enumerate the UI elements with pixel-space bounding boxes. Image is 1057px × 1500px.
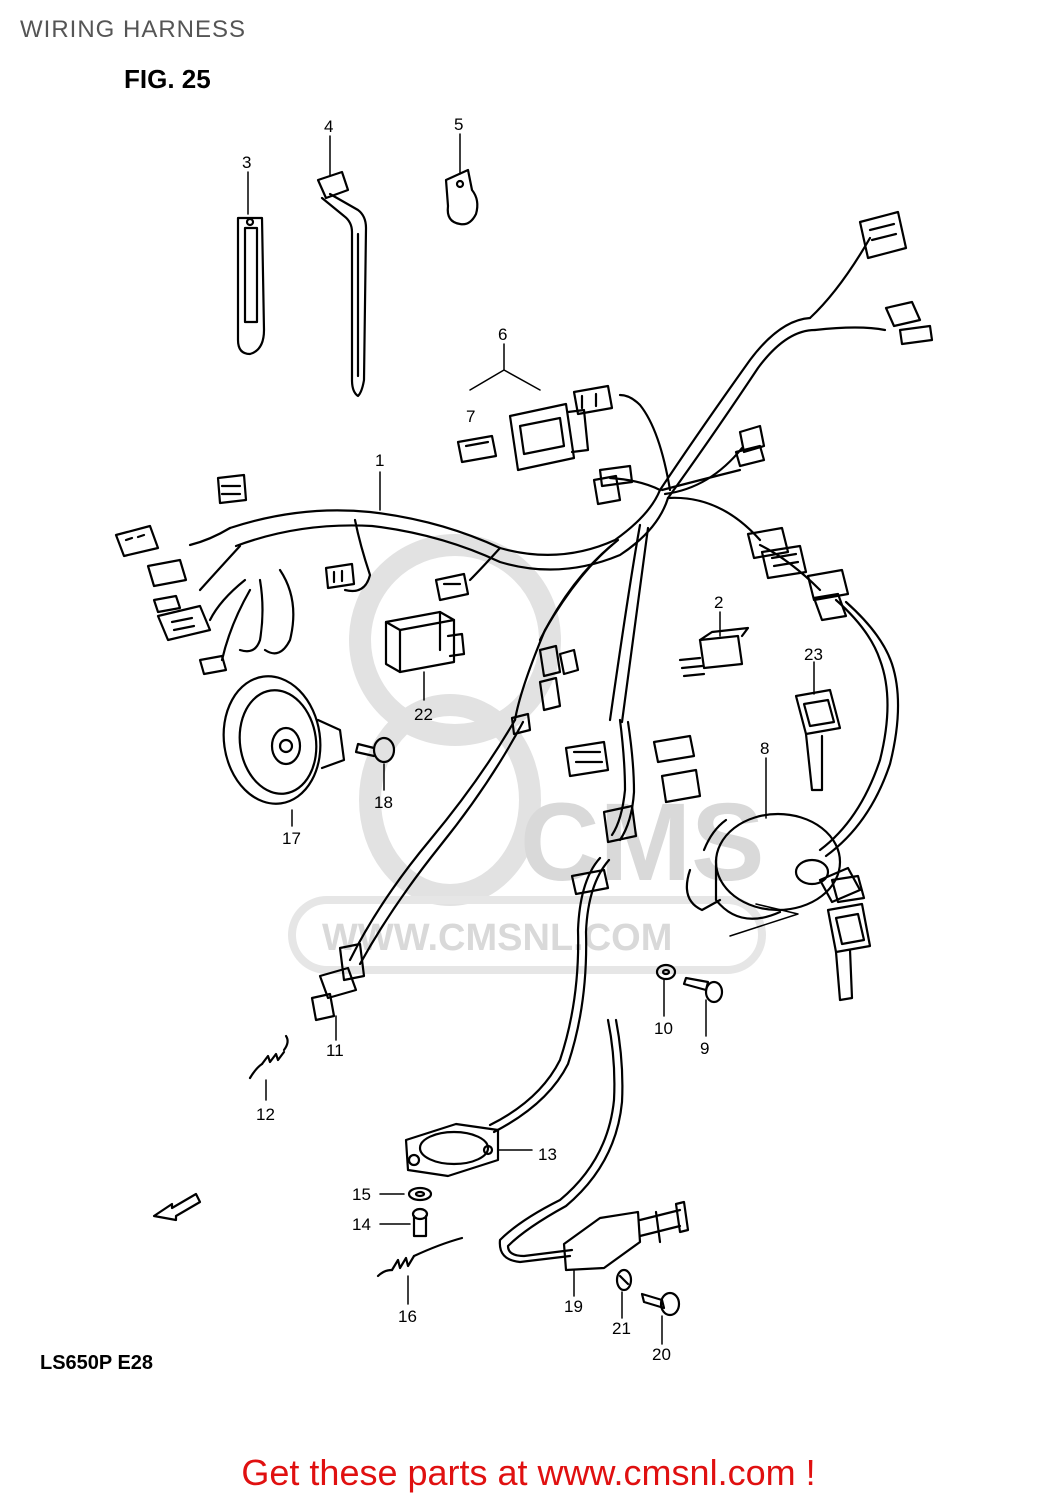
spring-12-drawing — [248, 1034, 289, 1080]
callout-20: 20 — [652, 1345, 671, 1364]
callout-14: 14 — [352, 1215, 371, 1234]
cable-tie-drawing — [316, 170, 368, 398]
callout-17: 17 — [282, 829, 301, 848]
horn-drawing — [222, 675, 346, 805]
callout-19: 19 — [564, 1297, 583, 1316]
callout-3: 3 — [242, 153, 251, 172]
callout-1: 1 — [375, 451, 384, 470]
spring-16-drawing — [376, 1236, 464, 1278]
washer-21-drawing — [615, 1268, 633, 1292]
relay-22-drawing — [384, 610, 466, 674]
side-stand-switch-drawing — [498, 1018, 690, 1272]
callout-4: 4 — [324, 117, 333, 136]
callout-6: 6 — [498, 325, 507, 344]
model-code: LS650P E28 — [40, 1352, 154, 1374]
watermark-url: WWW.CMSNL.COM — [322, 917, 672, 959]
callout-18: 18 — [374, 793, 393, 812]
forward-arrow-icon — [152, 1192, 202, 1222]
callout-23: 23 — [804, 645, 823, 664]
screw-14-drawing — [411, 1207, 429, 1238]
watermark-logo: CMS — [520, 781, 764, 904]
leader-lines — [247, 133, 815, 1345]
clamp-5-drawing — [444, 168, 479, 226]
watermark-mascot-body — [359, 694, 541, 906]
callout-8: 8 — [760, 739, 769, 758]
key-drawing — [794, 688, 842, 792]
ignition-keys-drawing — [826, 874, 872, 1002]
wiring-harness-drawing — [188, 236, 900, 1134]
callout-numbers: 1 2 3 4 5 6 7 8 9 10 11 12 13 14 15 16 1… — [242, 115, 823, 1364]
bolt-9-drawing — [682, 976, 724, 1004]
figure-label: FIG. 25 — [124, 64, 211, 94]
page-title: WIRING HARNESS — [20, 16, 247, 43]
washer-15-drawing — [407, 1186, 433, 1202]
clamp-3-drawing — [236, 216, 266, 356]
gear-position-switch-drawing — [404, 1122, 500, 1178]
callout-11: 11 — [326, 1041, 344, 1060]
callout-16: 16 — [398, 1307, 417, 1326]
watermark: CMS WWW.CMSNL.COM — [288, 534, 766, 974]
callout-7: 7 — [466, 407, 475, 426]
callout-22: 22 — [414, 705, 433, 724]
harness-connectors — [114, 210, 934, 896]
relay-2-drawing — [678, 626, 750, 678]
callout-21: 21 — [612, 1319, 631, 1338]
promo-link[interactable]: Get these parts at www.cmsnl.com ! — [241, 1452, 816, 1493]
callout-2: 2 — [714, 593, 723, 612]
callout-15: 15 — [352, 1185, 371, 1204]
callout-10: 10 — [654, 1019, 673, 1038]
callout-13: 13 — [538, 1145, 557, 1164]
callout-9: 9 — [700, 1039, 709, 1058]
callout-12: 12 — [256, 1105, 275, 1124]
bolt-20-drawing — [640, 1291, 681, 1317]
watermark-banner — [288, 896, 766, 974]
brake-light-switch-drawing — [310, 942, 366, 1022]
fuse-drawing — [456, 434, 498, 464]
callout-5: 5 — [454, 115, 463, 134]
washer-10-drawing — [655, 963, 677, 981]
screw-18-drawing — [354, 736, 396, 764]
fuse-box-drawing — [508, 402, 590, 472]
